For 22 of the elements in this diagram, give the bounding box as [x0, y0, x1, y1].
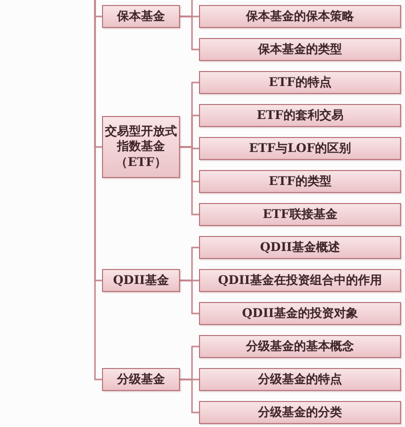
subtopic-box: ETF的套利交易 [199, 104, 401, 127]
topic-box: 交易型开放式指数基金（ETF） [102, 116, 180, 178]
subtopic-box: ETF与LOF的区别 [199, 137, 401, 160]
subtopic-box: 分级基金的分类 [199, 401, 401, 424]
subtopic-box: QDII基金的投资对象 [199, 302, 401, 325]
connector-line [94, 0, 102, 380]
topic-box: 保本基金 [102, 5, 180, 28]
subtopic-box: ETF的特点 [199, 71, 401, 94]
subtopic-box: 保本基金的保本策略 [199, 5, 401, 28]
connector-line [180, 280, 199, 314]
subtopic-box: 保本基金的类型 [199, 38, 401, 61]
subtopic-box: QDII基金概述 [199, 236, 401, 259]
subtopic-box: ETF联接基金 [199, 203, 401, 226]
connector-line [180, 146, 199, 216]
connector-line [180, 378, 199, 414]
subtopic-box: 分级基金的特点 [199, 368, 401, 391]
topic-box: QDII基金 [102, 269, 180, 292]
subtopic-box: 分级基金的基本概念 [199, 335, 401, 358]
subtopic-box: ETF的类型 [199, 170, 401, 193]
subtopic-box: QDII基金在投资组合中的作用 [199, 269, 401, 292]
connector-line [180, 16, 199, 50]
topic-box: 分级基金 [102, 368, 180, 391]
